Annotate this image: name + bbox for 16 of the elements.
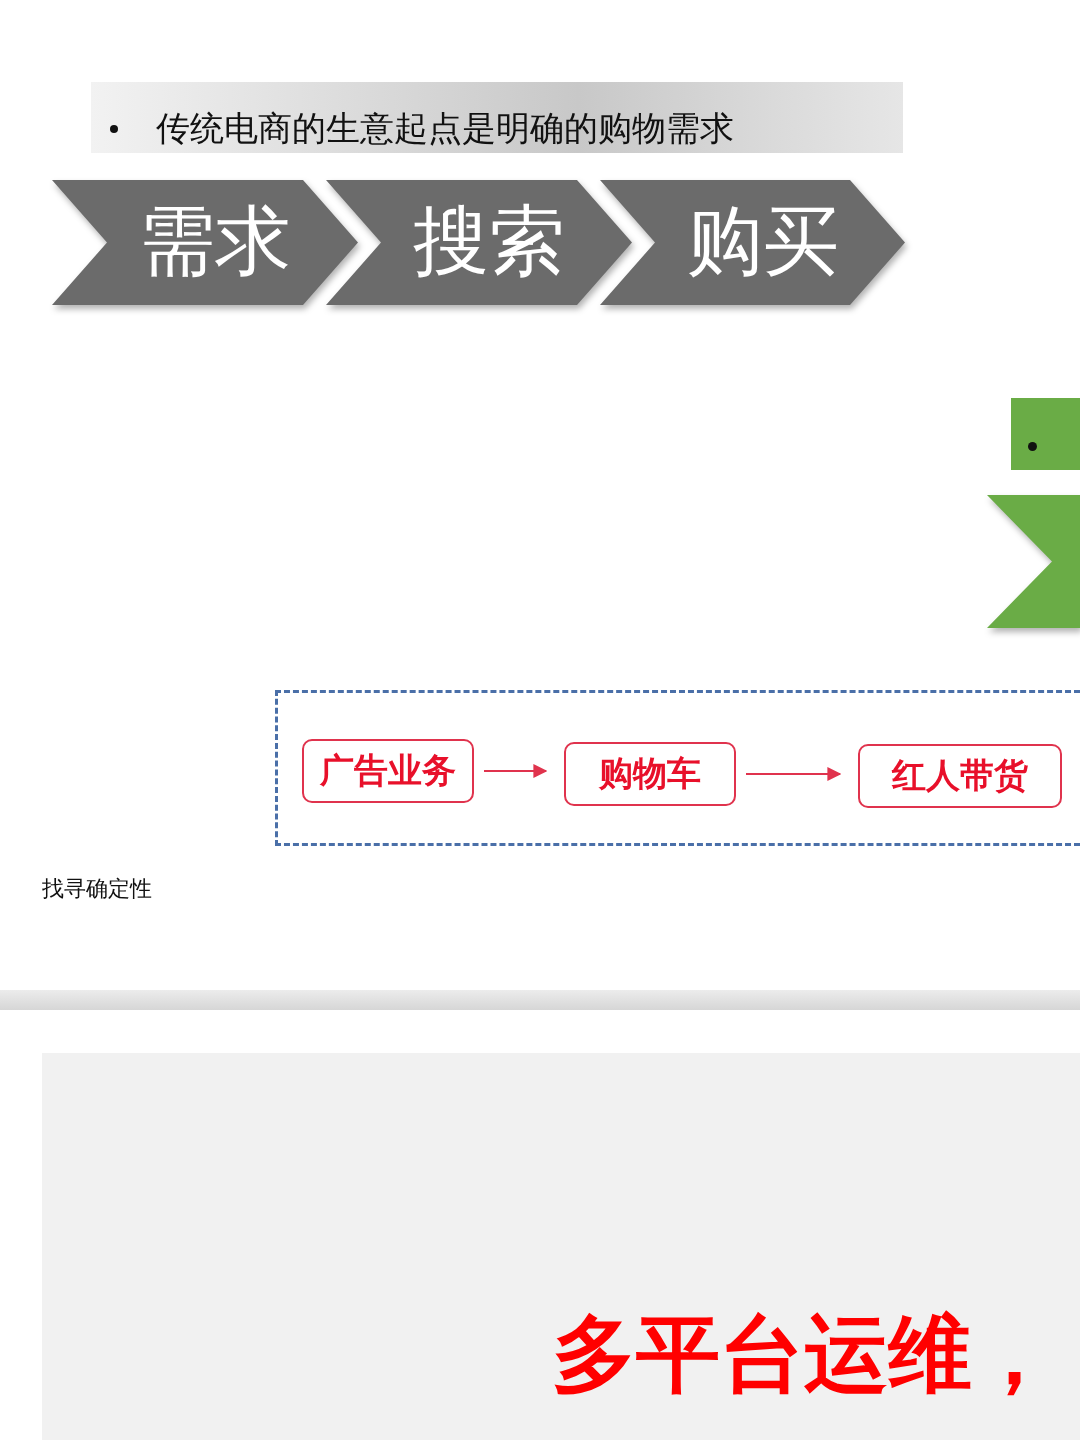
process-box: 购物车 bbox=[564, 742, 736, 806]
step-label: 搜索 bbox=[412, 195, 565, 287]
chevron-shape bbox=[326, 180, 632, 305]
step-label: 购买 bbox=[685, 195, 839, 287]
arrow bbox=[483, 764, 548, 778]
tagline-text: 找寻确定性 bbox=[42, 875, 152, 903]
chevron-shape bbox=[600, 180, 905, 305]
process-box: 红人带货 bbox=[858, 744, 1062, 808]
chevron-shape bbox=[987, 495, 1080, 628]
arrow bbox=[745, 767, 842, 781]
group-frame bbox=[275, 690, 1080, 846]
headline-text: 多平台运维， bbox=[552, 1304, 1056, 1405]
chevron-shape bbox=[52, 180, 358, 305]
step-label: 需求 bbox=[138, 195, 291, 287]
heading-text: 传统电商的生意起点是明确的购物需求 bbox=[156, 107, 734, 150]
process-box: 广告业务 bbox=[302, 739, 474, 803]
